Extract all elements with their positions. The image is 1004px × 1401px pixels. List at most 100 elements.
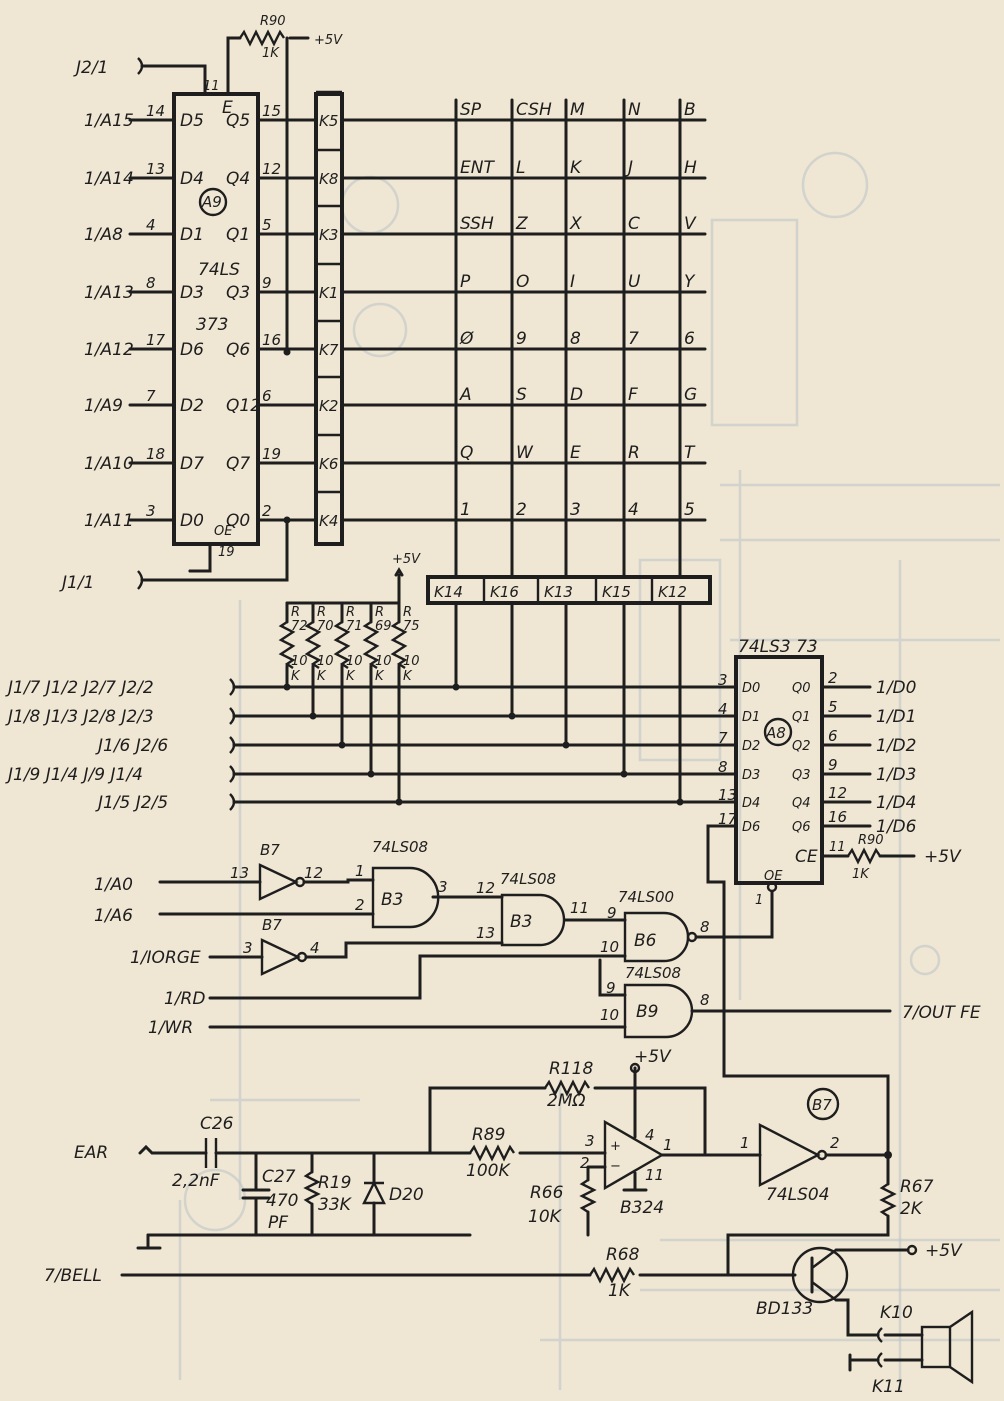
a9-output-pin: 15 <box>262 102 281 120</box>
key-label: ENT <box>460 158 495 178</box>
inv-ref: B7 <box>812 1096 832 1114</box>
a9-output-pin: 2 <box>262 502 272 520</box>
key-label: V <box>684 214 697 234</box>
chip-a8-oe: OE <box>764 869 783 884</box>
pullup-ref: 75 <box>403 619 420 634</box>
a8-d-label: D1 <box>742 710 760 725</box>
a8-output-net: 1/D4 <box>876 793 916 813</box>
col-connector-label: K15 <box>602 583 631 601</box>
a8-input-pin: 8 <box>718 758 728 776</box>
key-label: Ø <box>459 329 474 349</box>
a8-q-label: Q4 <box>792 796 811 811</box>
key-label: Z <box>515 214 528 234</box>
chip-a8-oe-pin: 1 <box>755 893 763 908</box>
and1-out: 3 <box>438 878 448 896</box>
pullup-ref: 70 <box>317 619 334 634</box>
nand-in1: 9 <box>607 904 617 922</box>
a8-d-label: D4 <box>742 796 760 811</box>
a9-input-net: 1/A9 <box>84 396 123 416</box>
key-label: CSH <box>516 100 552 120</box>
op-minus: − <box>610 1159 621 1174</box>
a9-output-pin: 6 <box>262 387 272 405</box>
key-label: W <box>516 443 534 463</box>
and2-in1: 12 <box>476 879 495 897</box>
a8-q-label: Q1 <box>792 710 811 725</box>
key-label: O <box>516 272 529 292</box>
a9-input-pin: 8 <box>146 274 156 292</box>
key-label: SP <box>460 100 482 120</box>
nand-out: 8 <box>700 918 710 936</box>
and3-in2: 10 <box>600 1006 619 1024</box>
r68-ref: R68 <box>606 1245 640 1265</box>
key-label: E <box>570 443 581 463</box>
a9-d-label: D3 <box>180 283 204 303</box>
inv1-out-pin: 12 <box>304 864 323 882</box>
chip-a8-ref: A8 <box>765 724 786 742</box>
chip-a9-part1: 74LS <box>198 260 240 280</box>
a8-output-net: 1/D6 <box>876 817 917 837</box>
key-label: 8 <box>570 329 581 349</box>
a9-input-pin: 4 <box>146 216 156 234</box>
a9-enable-network: R90 1K +5V J2/1 J1/1 <box>59 14 343 593</box>
chip-a9-part2: 373 <box>196 315 228 335</box>
chip-a9-body <box>172 92 260 546</box>
row-connector-label: K6 <box>319 455 338 473</box>
pullup-unit: K <box>375 669 385 684</box>
c27-value1: 470 <box>266 1191 298 1211</box>
a9-output-pin: 9 <box>262 274 272 292</box>
pullup-value: 10 <box>346 654 363 669</box>
and3-out: 8 <box>700 991 710 1009</box>
pullup-unit: K <box>291 669 301 684</box>
pullup-r-letter: R <box>291 605 300 620</box>
and1-in1: 1 <box>355 862 365 880</box>
a9-d-label: D0 <box>180 511 204 531</box>
row-connector-label: K4 <box>319 512 338 530</box>
a8-input-pin: 3 <box>718 671 728 689</box>
key-label: M <box>570 100 585 120</box>
joystick-line-label: J1/9 J1/4 J/9 J1/4 <box>5 765 143 785</box>
a8-q-label: Q0 <box>792 681 811 696</box>
pullup-vcc: +5V <box>392 552 421 567</box>
key-label: X <box>569 214 582 234</box>
net-wr: 1/WR <box>148 1018 193 1038</box>
pullup-unit: K <box>346 669 356 684</box>
r67-ref: R67 <box>900 1177 934 1197</box>
chip-a8: 74LS3 73 A8 OE 1 CE <box>734 637 824 908</box>
op-pin3: 3 <box>585 1132 595 1150</box>
and1-ref: B3 <box>381 890 403 910</box>
a9-q-label: Q3 <box>226 283 250 303</box>
a8-ce-value: 1K <box>852 867 870 882</box>
chip-a9-enable: E <box>222 98 233 118</box>
op-vcc: +5V <box>634 1047 672 1067</box>
op-pin1: 1 <box>663 1136 673 1154</box>
key-label: 3 <box>570 500 581 520</box>
inv2-out-pin: 4 <box>310 939 320 957</box>
a9-output-pin: 5 <box>262 216 272 234</box>
col-connector-label: K14 <box>434 583 463 601</box>
key-label: G <box>684 385 697 405</box>
row-connector-label: K8 <box>319 170 338 188</box>
op-pin2: 2 <box>580 1154 590 1172</box>
inv1-in-pin: 13 <box>230 864 249 882</box>
a9-input-net: 1/A14 <box>84 169 134 189</box>
and2-in2: 13 <box>476 924 495 942</box>
joystick-line-label: J1/6 J2/6 <box>95 736 168 756</box>
r67-value: 2K <box>900 1199 924 1219</box>
key-label: 4 <box>628 500 639 520</box>
key-label: 9 <box>516 329 527 349</box>
pullup-value: 10 <box>317 654 334 669</box>
pullup-unit: K <box>317 669 327 684</box>
a9-output-pin: 16 <box>262 331 281 349</box>
key-label: K <box>570 158 583 178</box>
key-label: I <box>570 272 575 292</box>
a9-q-label: Q0 <box>226 511 250 531</box>
audio-section: EAR C26 2,2nF C27 470 PF R19 33K D20 R11… <box>44 1047 974 1397</box>
pullup-r-letter: R <box>317 605 326 620</box>
c26-ref: C26 <box>200 1114 234 1134</box>
joystick-line-label: J1/5 J2/5 <box>95 793 168 813</box>
pullup-unit: K <box>403 669 413 684</box>
